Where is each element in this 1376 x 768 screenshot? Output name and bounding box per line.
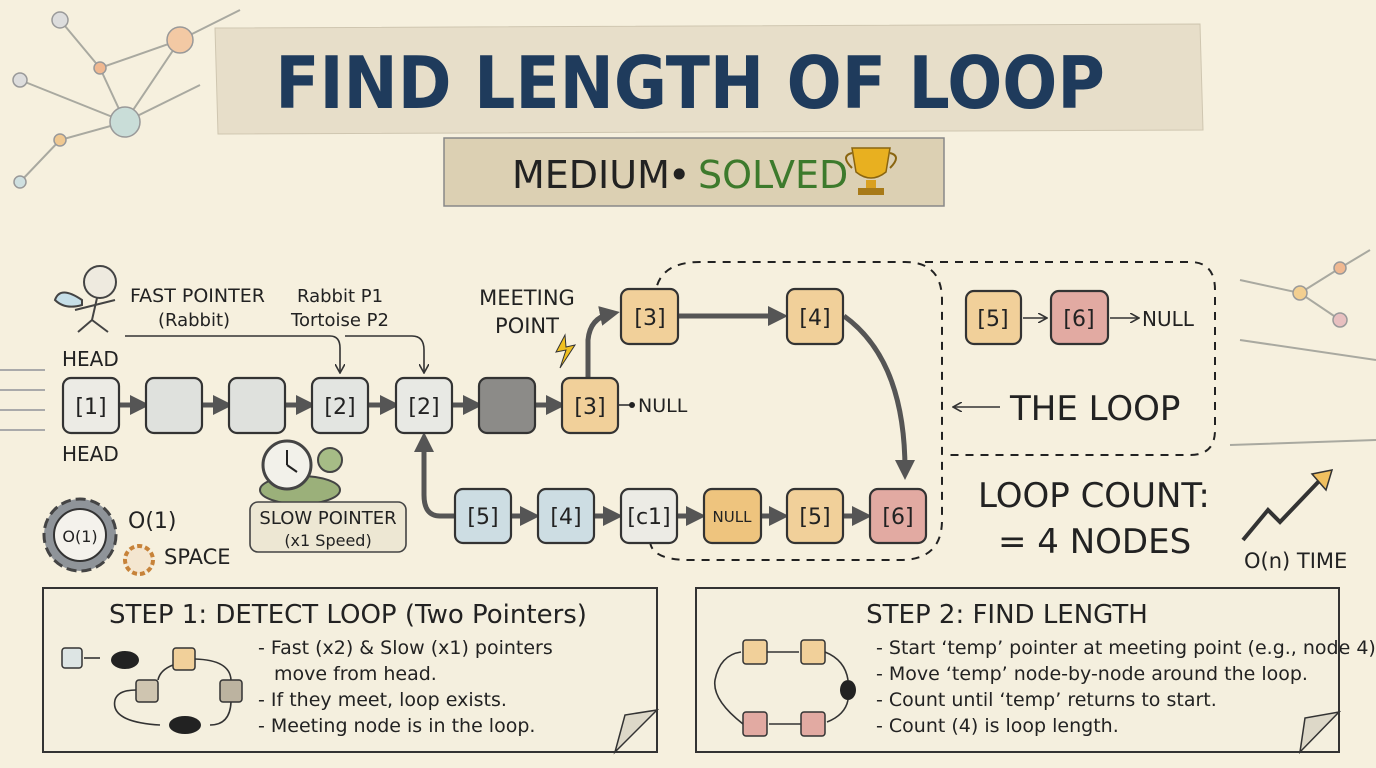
space-complexity-value: O(1) <box>128 509 176 534</box>
step1-bullet: - Fast (x2) & Slow (x1) pointers <box>258 637 553 659</box>
svg-text:[6]: [6] <box>1063 307 1094 332</box>
main-row-arrows <box>119 306 915 526</box>
null-main-label: NULL <box>638 395 688 417</box>
badge-separator: • <box>668 153 690 197</box>
svg-text:[4]: [4] <box>799 306 830 331</box>
svg-text:[3]: [3] <box>574 395 605 420</box>
step1-title: STEP 1: DETECT LOOP (Two Pointers) <box>109 600 587 630</box>
svg-text:[5]: [5] <box>467 505 498 530</box>
gear-icon <box>42 497 118 573</box>
gear-space-text: O(1) <box>62 527 97 546</box>
speed-lines <box>0 369 45 431</box>
rabbit-icon <box>111 651 139 669</box>
svg-text:[5]: [5] <box>977 307 1008 332</box>
step2-bullet: - Count until ‘temp’ returns to start. <box>876 689 1217 711</box>
loop-top-row: [3] [4] <box>619 287 845 346</box>
step1-card: STEP 1: DETECT LOOP (Two Pointers) - Fas… <box>42 587 660 755</box>
title-banner <box>214 23 1204 135</box>
svg-text:[6]: [6] <box>882 505 913 530</box>
step1-illustration <box>61 647 243 734</box>
bottom-row: [5] [4] [c1] NULL [5] [6] <box>453 487 928 545</box>
list-node: [4] <box>536 487 596 545</box>
loop-region <box>649 261 943 561</box>
loop-count-label: LOOP COUNT: <box>978 476 1210 516</box>
trophy-icon <box>845 147 897 195</box>
network-nodes <box>12 11 1348 328</box>
spark-icon <box>555 333 577 369</box>
list-node: [2] <box>310 376 370 435</box>
rabbit-runner-icon <box>53 265 117 333</box>
svg-text:[4]: [4] <box>550 505 581 530</box>
space-complexity-label: SPACE <box>164 545 231 569</box>
svg-text:[3]: [3] <box>634 306 665 331</box>
main-row: [1] [2] [2] [3] <box>61 376 620 435</box>
time-complexity-label: O(n) TIME <box>1244 549 1347 573</box>
svg-text:[c1]: [c1] <box>627 505 670 530</box>
step1-bullet: move from head. <box>274 663 437 685</box>
list-node: [5] <box>453 487 513 545</box>
page-title: FIND LENGTH OF LOOP <box>275 41 1105 125</box>
list-node: [4] <box>785 287 845 346</box>
svg-text:[2]: [2] <box>324 395 355 420</box>
slow-pointer-label: SLOW POINTER <box>259 508 396 529</box>
list-node: NULL <box>702 487 763 545</box>
list-node: [c1] <box>619 487 679 545</box>
tortoise-p2-label: Tortoise P2 <box>290 310 389 331</box>
rabbit-icon <box>840 680 856 700</box>
tortoise-clock-icon <box>259 439 343 505</box>
step2-bullet: - Move ‘temp’ node-by-node around the lo… <box>876 663 1308 685</box>
the-loop-label: THE LOOP <box>1009 389 1180 429</box>
svg-text:[1]: [1] <box>75 395 106 420</box>
status-label: SOLVED <box>698 153 848 197</box>
step1-bullet: - If they meet, loop exists. <box>258 689 507 711</box>
slow-pointer-sublabel: (x1 Speed) <box>284 531 371 550</box>
head-label-top: HEAD <box>62 347 119 371</box>
svg-text:[5]: [5] <box>799 505 830 530</box>
step2-card: STEP 2: FIND LENGTH - Start ‘temp’ point… <box>695 587 1376 755</box>
fast-pointer-sublabel: (Rabbit) <box>158 310 230 331</box>
step1-bullet: - Meeting node is in the loop. <box>258 715 535 737</box>
the-loop-box <box>925 261 1216 456</box>
meeting-node: [3] <box>560 376 620 435</box>
fast-pointer-label: FAST POINTER <box>130 285 265 307</box>
loop-count-value: = 4 NODES <box>998 522 1191 562</box>
right-row: [5] [6] NULL <box>964 289 1195 346</box>
list-node <box>144 376 204 435</box>
list-node: [2] <box>394 376 454 435</box>
list-node <box>477 376 537 435</box>
list-node: [5] <box>785 487 845 545</box>
small-gear-icon <box>123 544 155 576</box>
list-node: [3] <box>619 287 680 346</box>
svg-text:NULL: NULL <box>713 508 753 526</box>
step2-title: STEP 2: FIND LENGTH <box>866 600 1148 630</box>
meeting-point-label-line1: MEETING <box>479 286 575 310</box>
head-label-bottom: HEAD <box>62 442 119 466</box>
list-node <box>227 376 287 435</box>
step2-bullet: - Start ‘temp’ pointer at meeting point … <box>876 637 1376 659</box>
rabbit-p1-label: Rabbit P1 <box>297 286 383 307</box>
step2-bullet: - Count (4) is loop length. <box>876 715 1119 737</box>
trend-up-icon <box>1241 476 1324 542</box>
list-node: [6] <box>868 487 928 545</box>
null-right-label: NULL <box>1142 307 1195 331</box>
step2-illustration <box>713 639 856 737</box>
slow-pointer-callout <box>249 501 407 553</box>
svg-text:[2]: [2] <box>408 395 439 420</box>
list-node: [1] <box>61 376 121 435</box>
tortoise-icon <box>169 716 201 734</box>
meeting-point-label-line2: POINT <box>495 314 559 338</box>
difficulty-label: MEDIUM <box>512 153 670 197</box>
